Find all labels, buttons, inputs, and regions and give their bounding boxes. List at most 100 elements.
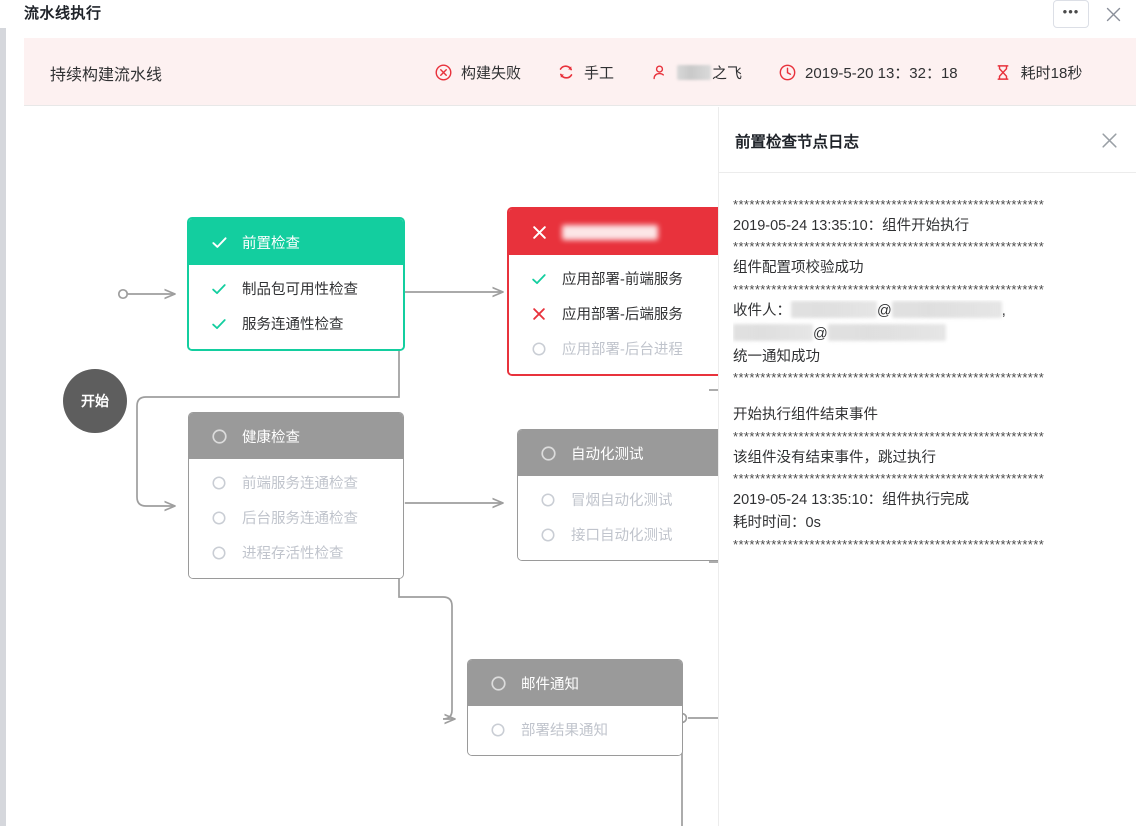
stage-header-auto-test[interactable]: 自动化测试 <box>518 430 718 476</box>
log-line: 开始执行组件结束事件 <box>733 407 878 424</box>
check-icon <box>209 232 229 252</box>
log-line: 2019-05-24 13:35:10：组件执行完成 <box>733 491 970 508</box>
log-recipients-at2: @ <box>813 325 828 342</box>
job-row[interactable]: 冒烟自动化测试 <box>518 482 718 517</box>
log-recipients-at: @ <box>877 302 892 319</box>
job-label: 前端服务连通检查 <box>242 476 358 492</box>
check-icon <box>209 314 229 334</box>
redaction-mask <box>677 64 712 80</box>
job-row[interactable]: 接口自动化测试 <box>518 517 718 552</box>
hourglass-icon <box>994 63 1012 81</box>
job-row[interactable]: 服务连通性检查 <box>189 306 403 341</box>
job-row[interactable]: 部署结果通知 <box>468 712 682 747</box>
stage-title-mail-notify: 邮件通知 <box>521 676 579 693</box>
meta-build-status-text: 构建失败 <box>461 64 522 82</box>
more-options-button[interactable]: ••• <box>1053 0 1089 28</box>
job-label: 部署结果通知 <box>521 723 608 739</box>
circle-icon <box>529 339 549 359</box>
pipeline-name: 持续构建流水线 <box>50 67 163 84</box>
meta-trigger-type-text: 手工 <box>584 64 615 82</box>
more-options-label: ••• <box>1062 3 1080 19</box>
log-panel-title: 前置检查节点日志 <box>735 134 860 151</box>
meta-trigger-type: 手工 <box>557 62 614 83</box>
start-node[interactable]: 开始 <box>63 369 127 433</box>
meta-duration: 耗时18秒 <box>994 62 1083 83</box>
job-label: 接口自动化测试 <box>571 528 673 544</box>
circle-icon <box>488 673 508 693</box>
circle-icon <box>538 525 558 545</box>
circle-icon <box>209 473 229 493</box>
log-line: ****************************************… <box>733 370 1045 386</box>
redaction-mask <box>791 300 877 318</box>
meta-build-status: 构建失败 <box>434 62 521 83</box>
execution-body: 开始 前置检查 <box>6 107 1136 826</box>
job-label: 应用部署-后端服务 <box>562 307 683 323</box>
job-label: 应用部署-前端服务 <box>562 272 683 288</box>
window-close-button[interactable] <box>1098 0 1128 28</box>
meta-operator-text: 之飞 <box>712 64 743 82</box>
stage-jobs-pre-check: 制品包可用性检查 服务连通性检查 <box>189 265 403 349</box>
job-row[interactable]: 应用部署-后台进程 <box>509 331 718 366</box>
stage-header-deploy[interactable] <box>509 209 718 255</box>
stage-node-pre-check[interactable]: 前置检查 制品包可用性检查 <box>187 217 405 351</box>
job-row[interactable]: 进程存活性检查 <box>189 535 403 570</box>
meta-start-time: 2019-5-20 13：32：18 <box>778 62 958 83</box>
stage-title-auto-test: 自动化测试 <box>571 446 644 463</box>
stage-node-mail-notify[interactable]: 邮件通知 部署结果通知 <box>467 659 683 756</box>
redaction-mask <box>827 323 946 341</box>
check-icon <box>209 279 229 299</box>
cross-icon <box>529 222 549 242</box>
stage-title-deploy-redacted <box>562 224 658 240</box>
stage-node-health-check[interactable]: 健康检查 前端服务连通检查 <box>188 412 404 579</box>
stage-header-mail-notify[interactable]: 邮件通知 <box>468 660 682 706</box>
stage-header-health-check[interactable]: 健康检查 <box>189 413 403 459</box>
log-line: ****************************************… <box>733 281 1045 297</box>
log-panel-header: 前置检查节点日志 <box>719 107 1136 173</box>
check-icon <box>529 269 549 289</box>
log-line: ****************************************… <box>733 471 1045 487</box>
circle-icon <box>209 426 229 446</box>
refresh-icon <box>557 63 575 81</box>
log-line-blank <box>733 388 1125 404</box>
job-label: 冒烟自动化测试 <box>571 493 673 509</box>
log-line: ****************************************… <box>733 197 1045 212</box>
job-row[interactable]: 应用部署-后端服务 <box>509 296 718 331</box>
circle-icon <box>488 720 508 740</box>
job-row[interactable]: 制品包可用性检查 <box>189 271 403 306</box>
stage-node-deploy[interactable]: 应用部署-前端服务 应用部署-后端服务 <box>507 207 718 376</box>
redaction-mask <box>733 323 813 341</box>
window-titlebar: 流水线执行 ••• <box>0 0 1136 30</box>
stage-title-health-check: 健康检查 <box>242 429 300 446</box>
circle-icon <box>209 508 229 528</box>
circle-icon <box>209 543 229 563</box>
log-line: ****************************************… <box>733 239 1045 255</box>
circle-icon <box>538 490 558 510</box>
meta-start-time-text: 2019-5-20 13：32：18 <box>805 64 958 82</box>
job-label: 进程存活性检查 <box>242 546 344 562</box>
log-panel-close-button[interactable] <box>1096 127 1122 153</box>
log-line: 2019-05-24 13:35:10：组件开始执行 <box>733 217 970 234</box>
stage-header-pre-check[interactable]: 前置检查 <box>189 219 403 265</box>
log-recipients-sep: , <box>1001 302 1006 319</box>
redaction-mask <box>891 300 1002 318</box>
job-label: 制品包可用性检查 <box>242 282 358 298</box>
job-row[interactable]: 应用部署-前端服务 <box>509 261 718 296</box>
log-content[interactable]: ****************************************… <box>719 174 1136 826</box>
log-line: ****************************************… <box>733 536 1045 552</box>
left-gutter-strip <box>0 28 6 826</box>
close-icon <box>1100 131 1119 150</box>
stage-node-auto-test[interactable]: 自动化测试 冒烟自动化测试 <box>517 429 718 561</box>
job-row[interactable]: 后台服务连通检查 <box>189 500 403 535</box>
log-recipients-label: 收件人： <box>733 302 791 319</box>
meta-operator-name: 之飞 <box>677 62 742 83</box>
circle-x-icon <box>434 63 452 81</box>
job-row[interactable]: 前端服务连通检查 <box>189 465 403 500</box>
meta-duration-text: 耗时18秒 <box>1020 64 1083 82</box>
pipeline-graph-canvas[interactable]: 开始 前置检查 <box>6 107 718 826</box>
log-line: 该组件没有结束事件，跳过执行 <box>733 449 936 466</box>
log-line: 耗时时间：0s <box>733 515 821 532</box>
cross-icon <box>529 304 549 324</box>
circle-icon <box>538 443 558 463</box>
page-title: 流水线执行 <box>24 5 102 22</box>
